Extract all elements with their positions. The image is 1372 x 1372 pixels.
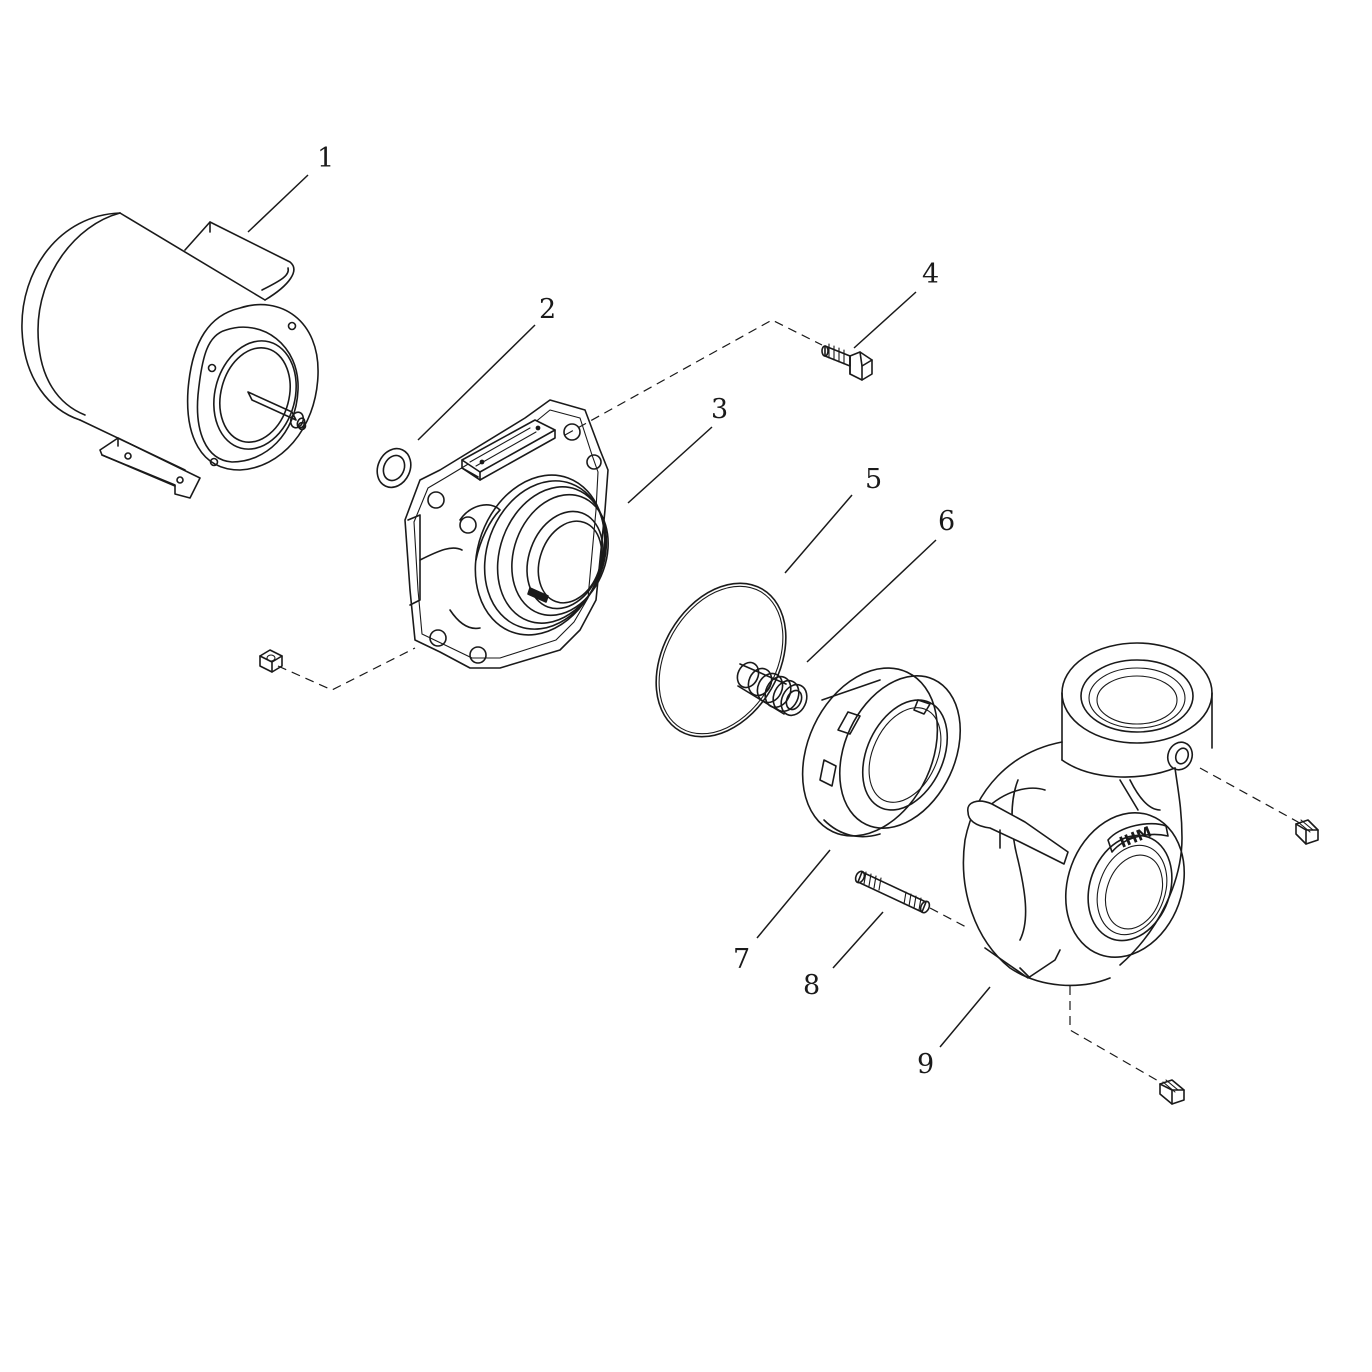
o-ring-icon [655, 582, 787, 738]
callout-8: 8 [803, 970, 820, 1001]
hex-nut-icon [259, 649, 283, 673]
callout-9: 9 [917, 1049, 934, 1080]
drain-plug-icon [1159, 1079, 1185, 1105]
impeller-icon [801, 667, 962, 838]
callout-3: 3 [711, 394, 728, 425]
leader-lines [247, 174, 991, 1048]
shaft-seal-spring-icon [736, 661, 808, 717]
callout-2: 2 [539, 294, 556, 325]
drain-plug-icon [1295, 819, 1319, 845]
assembly-lines [277, 319, 1299, 1083]
volute-housing-icon [962, 642, 1213, 987]
stud-icon [854, 870, 931, 914]
hex-bolt-icon [821, 343, 873, 381]
seal-plate-icon [404, 399, 609, 669]
callout-7: 7 [733, 944, 750, 975]
callout-1: 1 [317, 143, 334, 174]
callout-4: 4 [922, 259, 939, 290]
gasket-washer-icon [376, 447, 412, 489]
motor-icon [21, 212, 319, 499]
callout-6: 6 [938, 506, 955, 537]
callout-5: 5 [865, 464, 882, 495]
